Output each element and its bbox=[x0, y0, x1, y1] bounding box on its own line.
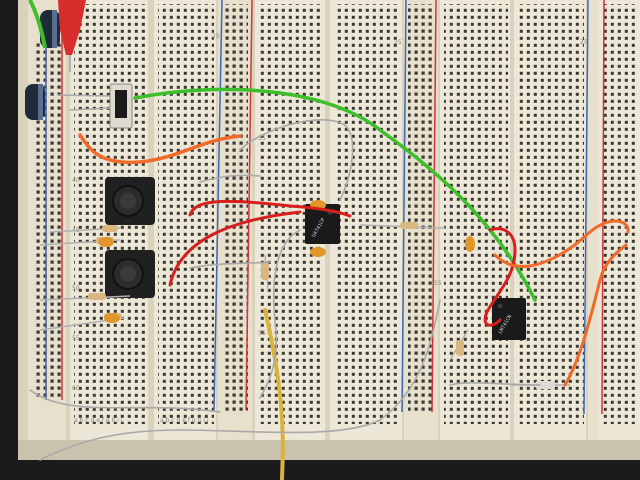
wire-gray-8 bbox=[69, 107, 111, 111]
capacitor-left bbox=[25, 84, 45, 120]
potentiometer-bottom bbox=[105, 250, 155, 298]
row-labels: 25 25 25 35 40 45 50 55 60 55 55 a b c d… bbox=[72, 33, 588, 424]
wire-red-3 bbox=[483, 227, 517, 327]
svg-text:55: 55 bbox=[258, 330, 266, 337]
wire-yellow bbox=[263, 308, 285, 480]
svg-text:50: 50 bbox=[72, 285, 80, 292]
board-edge bbox=[18, 440, 640, 460]
hole-grids bbox=[74, 4, 638, 424]
wire-orange-2 bbox=[493, 219, 630, 268]
wire-red-1 bbox=[188, 199, 352, 218]
power-rails bbox=[28, 0, 605, 440]
svg-text:25: 25 bbox=[580, 39, 588, 46]
svg-text:55: 55 bbox=[434, 280, 442, 287]
switch bbox=[109, 83, 133, 129]
wire-gray-3 bbox=[29, 389, 221, 413]
wire-red-2 bbox=[168, 210, 302, 287]
svg-text:25: 25 bbox=[212, 33, 220, 40]
wire-orange-top bbox=[78, 133, 242, 165]
wires bbox=[29, 87, 630, 480]
svg-text:40: 40 bbox=[72, 177, 80, 184]
svg-text:55: 55 bbox=[72, 335, 80, 342]
wire-gray-1 bbox=[239, 119, 354, 201]
wire-gray-9 bbox=[57, 94, 111, 97]
ic-chip-1: UA741CP bbox=[305, 204, 340, 244]
wire-gray-2 bbox=[259, 229, 301, 399]
svg-text:25: 25 bbox=[394, 39, 402, 46]
wire-gray-6 bbox=[199, 174, 261, 183]
wire-orange-3 bbox=[563, 243, 628, 387]
ic-chip-2: LM741CN bbox=[492, 298, 526, 340]
wire-gray-4 bbox=[39, 299, 441, 461]
svg-text:a b c d e f g h i j: a b c d e f g h i j bbox=[74, 417, 123, 424]
svg-text:a b c d e f g h i j: a b c d e f g h i j bbox=[160, 417, 209, 424]
wire-gray-5 bbox=[449, 381, 541, 386]
potentiometer-top bbox=[105, 177, 155, 225]
svg-text:60: 60 bbox=[72, 385, 80, 392]
alligator-clip bbox=[58, 0, 86, 72]
wire-gray-7 bbox=[189, 261, 271, 269]
green-lead bbox=[28, 0, 47, 49]
wire-green bbox=[133, 87, 537, 302]
svg-text:35: 35 bbox=[258, 135, 266, 142]
